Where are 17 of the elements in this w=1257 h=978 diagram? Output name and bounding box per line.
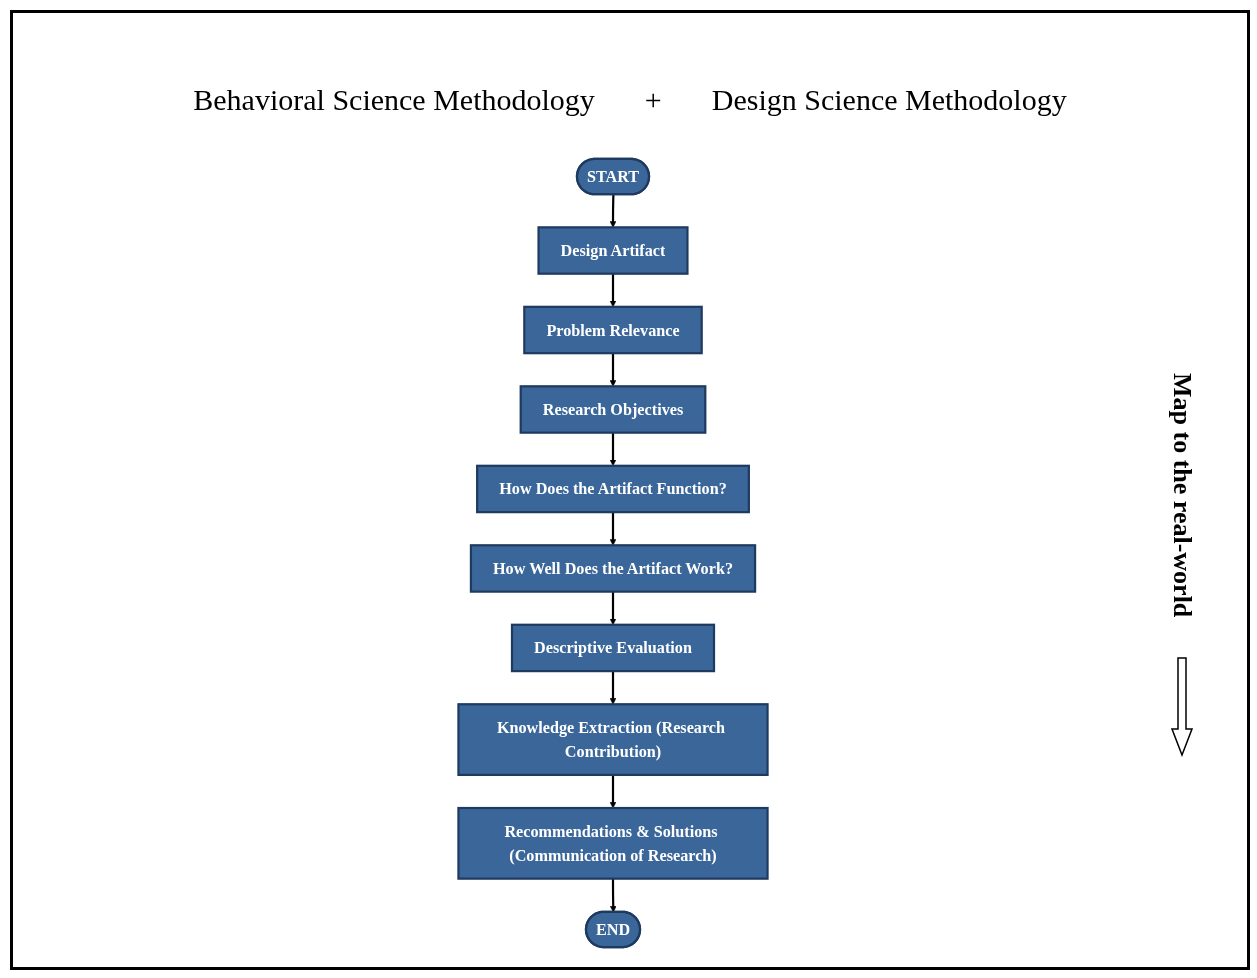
arrow [609,671,617,705]
plus-sign: + [644,83,662,117]
node-box: Design Artifact [537,226,689,275]
arrow [609,353,617,387]
node-box: Knowledge Extraction (Research Contribution) [457,703,769,776]
node-box: Recommendations & Solutions (Communication of Research) [457,806,769,880]
arrow [609,774,617,809]
column-heading: Behavioral Science Methodology [193,83,595,117]
column-heading: Design Science Methodology [711,83,1067,117]
node-box: How Well Does the Artifact Work? [469,544,757,593]
node-box: Problem Relevance [523,305,703,355]
node-box: How Does the Artifact Function? [476,464,750,514]
arrow [609,512,617,546]
node-box: Research Objectives [519,385,707,434]
node-box: Descriptive Evaluation [510,623,716,673]
arrow [609,194,617,228]
side-note: Map to the real-world [1167,373,1197,618]
